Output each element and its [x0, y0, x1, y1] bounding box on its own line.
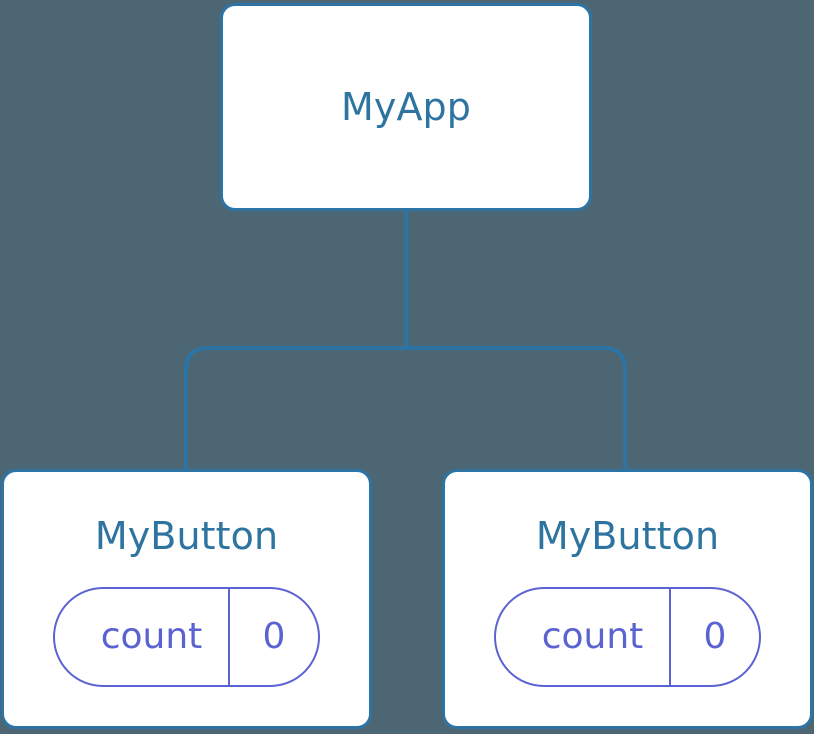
- edge-root-to-child-1: [406, 346, 627, 472]
- state-pill-0-value: 0: [228, 589, 318, 685]
- node-myapp[interactable]: MyApp: [220, 3, 592, 211]
- state-pill-1-key: count: [541, 616, 644, 657]
- node-mybutton-1-label: MyButton: [535, 514, 720, 558]
- node-myapp-label: MyApp: [340, 85, 471, 129]
- state-pill-1[interactable]: count 0: [494, 587, 761, 687]
- state-pill-0[interactable]: count 0: [53, 587, 320, 687]
- node-mybutton-0[interactable]: MyButton count 0: [1, 469, 372, 729]
- node-mybutton-0-label: MyButton: [94, 514, 279, 558]
- state-pill-0-key: count: [100, 616, 203, 657]
- edge-root-to-child-0: [184, 346, 407, 472]
- node-mybutton-1[interactable]: MyButton count 0: [442, 469, 813, 729]
- state-pill-1-value: 0: [669, 589, 759, 685]
